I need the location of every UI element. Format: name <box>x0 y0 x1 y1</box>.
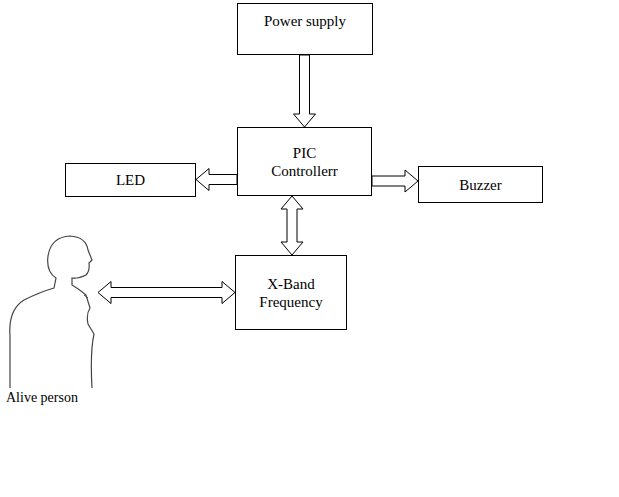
block-arrow <box>372 170 418 192</box>
box-label: Buzzer <box>459 176 501 194</box>
box-label: LED <box>116 171 145 189</box>
block-arrow <box>98 282 235 304</box>
box-label: X-Band Frequency <box>252 275 330 311</box>
person-silhouette <box>10 236 94 388</box>
led-box: LED <box>65 163 196 197</box>
person-outline <box>2 232 98 390</box>
buzzer-box: Buzzer <box>418 166 543 203</box>
xband-box: X-Band Frequency <box>235 255 347 330</box>
box-label: Power supply <box>264 12 346 30</box>
block-arrow <box>294 55 316 127</box>
figure-label: Alive person <box>2 390 78 407</box>
controller-box: PIC Controllerr <box>237 127 372 196</box>
person-figure: Alive person <box>2 232 98 414</box>
block-arrow <box>196 169 237 191</box>
box-label: PIC Controllerr <box>262 144 348 180</box>
power-supply-box: Power supply <box>237 3 373 55</box>
chin-mark <box>84 295 88 298</box>
block-arrow <box>281 196 303 255</box>
